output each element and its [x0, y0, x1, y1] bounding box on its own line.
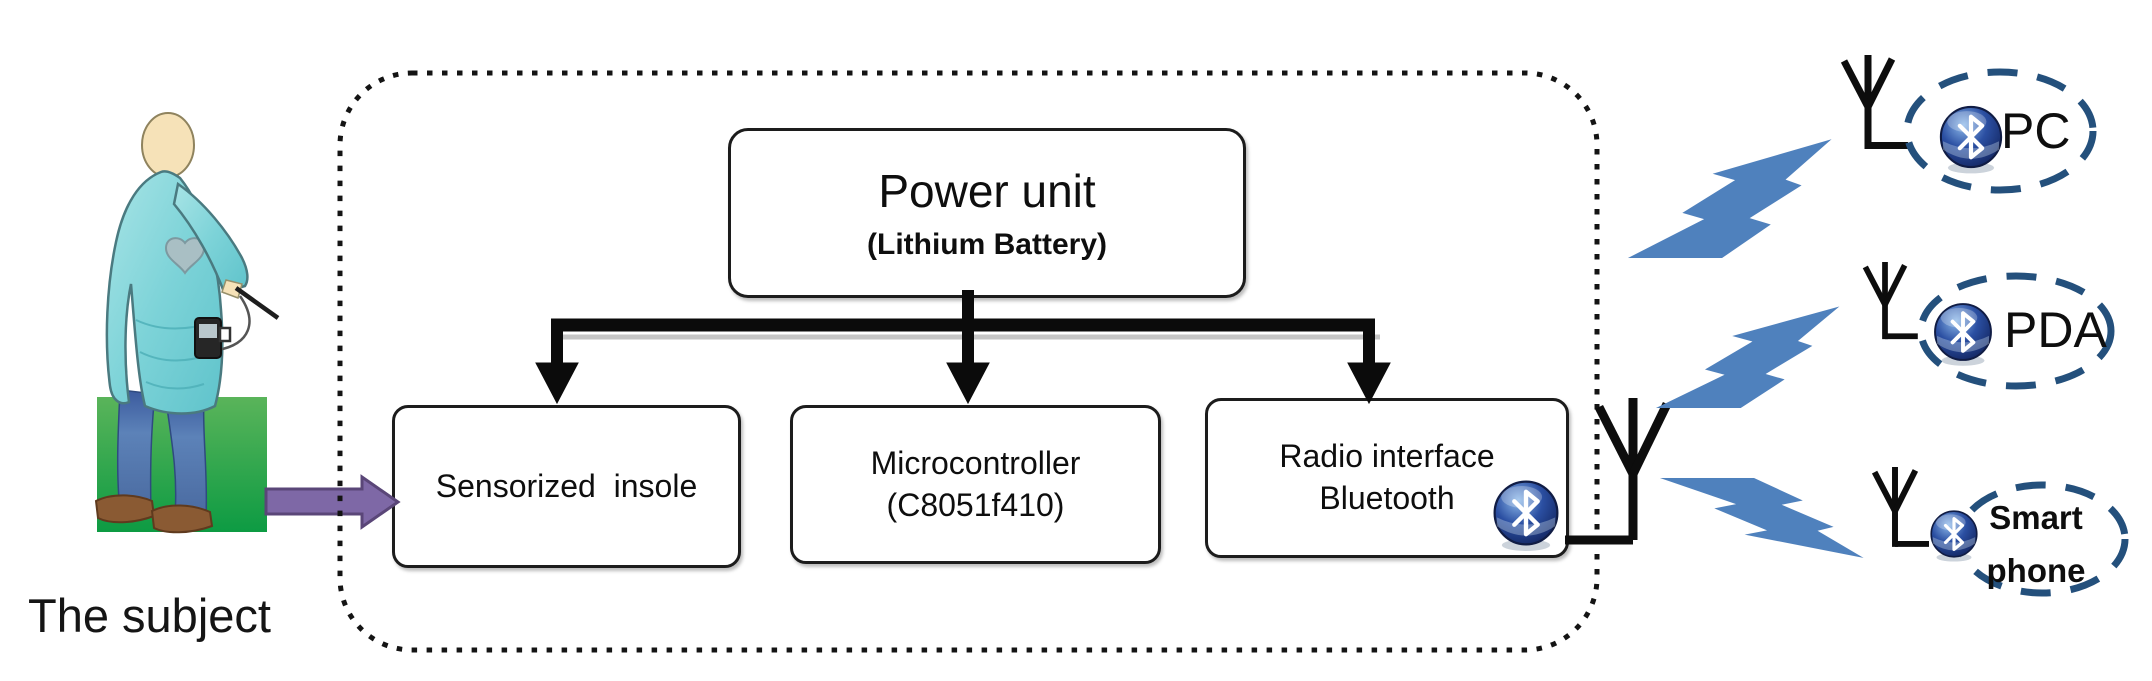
bluetooth-icon-pda: [1933, 302, 1993, 368]
shirt-fold-lines: [135, 319, 215, 390]
device-clip: [218, 326, 232, 343]
radio-interface-box: Radio interface Bluetooth: [1205, 398, 1569, 558]
sensorized-insole-box: Sensorized insole: [392, 405, 741, 568]
purple-arrow-icon: [264, 474, 401, 530]
left-shoe: [94, 494, 156, 524]
lightning-bolts: [1627, 139, 1864, 558]
arrowhead-to-microcontroller: [946, 362, 990, 405]
power-unit-box: Power unit (Lithium Battery): [728, 128, 1246, 298]
walking-stick: [234, 286, 280, 320]
right-leg: [164, 393, 208, 518]
arrowhead-to-insole: [535, 362, 579, 405]
microcontroller-label-line2: (C8051f410): [886, 486, 1065, 523]
grass-patch: [97, 397, 267, 532]
power-distribution-connector: [535, 290, 1391, 405]
lightning-bolt-icon-pc: [1627, 139, 1832, 259]
shirt-torso: [105, 170, 224, 415]
bluetooth-icon-smartphone: [1929, 509, 1979, 564]
smartphone-label-line2: phone: [1986, 551, 2086, 589]
subject-label: The subject: [28, 589, 271, 642]
hip-device-screen: [199, 324, 217, 338]
right-arm: [172, 181, 249, 294]
right-shoe: [150, 504, 214, 534]
microcontroller-label-line1: Microcontroller: [870, 444, 1081, 481]
person-illustration: [94, 112, 280, 534]
neck: [155, 157, 181, 177]
pc-device-label: PC: [2001, 103, 2071, 159]
radio-interface-label-line1: Radio interface: [1279, 438, 1495, 475]
lightning-bolt-icon-smartphone: [1659, 477, 1864, 558]
smartphone-device-label: Smart phone: [1974, 492, 2098, 598]
arrowhead-to-radio: [1347, 362, 1391, 405]
hip-device: [194, 317, 222, 359]
heart-patch: [164, 237, 206, 275]
pda-device-label: PDA: [2004, 302, 2107, 358]
radio-interface-label-line2: Bluetooth: [1319, 480, 1455, 516]
bluetooth-icon-pc: [1941, 107, 2001, 173]
lightning-bolt-icon-pda: [1655, 306, 1840, 409]
sensorized-insole-label: Sensorized insole: [435, 467, 698, 504]
smartphone-label-line1: Smart: [1989, 499, 2083, 536]
hand: [221, 279, 243, 299]
power-unit-title: Power unit: [878, 164, 1096, 217]
main-antenna-icon: [1565, 398, 1672, 545]
power-unit-subtitle: (Lithium Battery): [867, 228, 1107, 262]
head: [141, 112, 195, 178]
smartphone-antenna-icon: [1875, 467, 1929, 547]
pda-antenna-icon: [1865, 262, 1917, 339]
microcontroller-box: Microcontroller (C8051f410): [790, 405, 1161, 564]
device-cable: [203, 295, 251, 352]
left-leg: [116, 389, 156, 513]
pc-antenna-icon: [1844, 55, 1908, 149]
